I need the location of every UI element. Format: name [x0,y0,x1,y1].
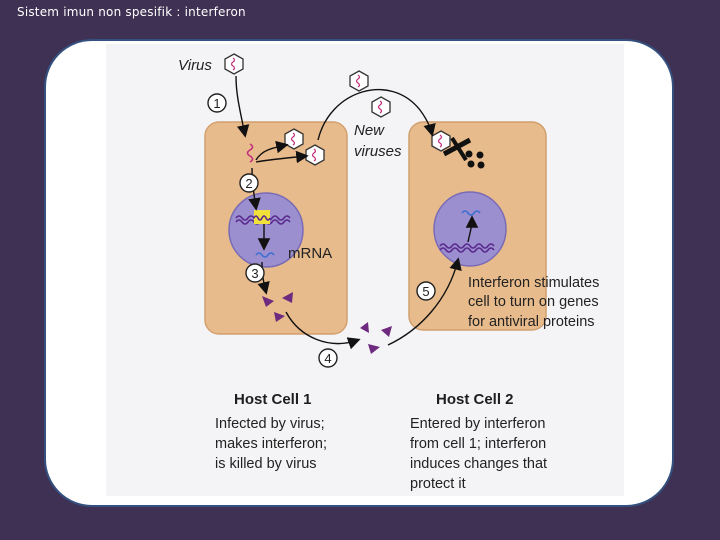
virus-icon [305,144,325,166]
cell-1-caption-line-2: makes interferon; [215,436,327,452]
step-badge-3: 3 [245,263,265,283]
step-badge-2: 2 [239,173,259,193]
virus-icon [371,96,391,118]
step-badge-1: 1 [207,93,227,113]
arrow-virus-enters [235,75,250,138]
new-viruses-label-line-2: viruses [354,143,402,160]
step5-text-line-3: for antiviral proteins [468,314,595,330]
virus-icon [284,128,304,150]
interferon-molecules [262,292,392,354]
cell-2-caption-line-2: from cell 1; interferon [410,436,546,452]
dna-strand-4 [439,247,495,253]
nucleus-cell-2 [433,191,507,267]
step-badge-5: 5 [416,281,436,301]
viral-rna [246,143,254,163]
cell-1-caption-line-1: Infected by virus; [215,416,325,432]
arrow-to-interferon [257,261,270,295]
interferon-gene [253,215,271,221]
mrna-squiggle [255,252,275,258]
virus-label: Virus [178,57,212,74]
svg-text:4: 4 [324,351,331,366]
arrow-replication-2 [255,150,309,164]
arrow-new-viruses [317,88,436,141]
slide-title: Sistem imun non spesifik : interferon [17,5,246,19]
mrna-squiggle-cell-2 [461,210,481,216]
arrow-interferon-to-cell-2 [387,257,462,346]
cell-1-title: Host Cell 1 [234,391,312,408]
virus-icon [349,70,369,92]
svg-text:5: 5 [422,284,429,299]
dna-strand-3 [439,243,495,249]
step5-text-line-1: Interferon stimulates [468,275,599,291]
nucleus-cell-1 [228,192,304,268]
mrna-label: mRNA [288,245,332,262]
cell-2-caption-line-4: protect it [410,476,466,492]
step-badge-4: 4 [318,348,338,368]
new-viruses-label-line-1: New [354,122,385,139]
arrow-interferon-exit [285,311,361,350]
cell-2-title: Host Cell 2 [436,391,514,408]
svg-text:1: 1 [213,96,220,111]
svg-text:2: 2 [245,176,252,191]
step5-text-line-2: cell to turn on genes [468,294,599,310]
cell-1-caption-line-3: is killed by virus [215,456,317,472]
block-symbol [442,136,485,169]
virus-icon [224,53,244,75]
cell-2-caption-line-3: induces changes that [410,456,547,472]
svg-text:3: 3 [251,266,258,281]
cell-2-caption-line-1: Entered by interferon [410,416,545,432]
arrow-gene-activation [465,215,479,243]
virus-icon [431,130,451,152]
arrow-replication [255,140,289,161]
